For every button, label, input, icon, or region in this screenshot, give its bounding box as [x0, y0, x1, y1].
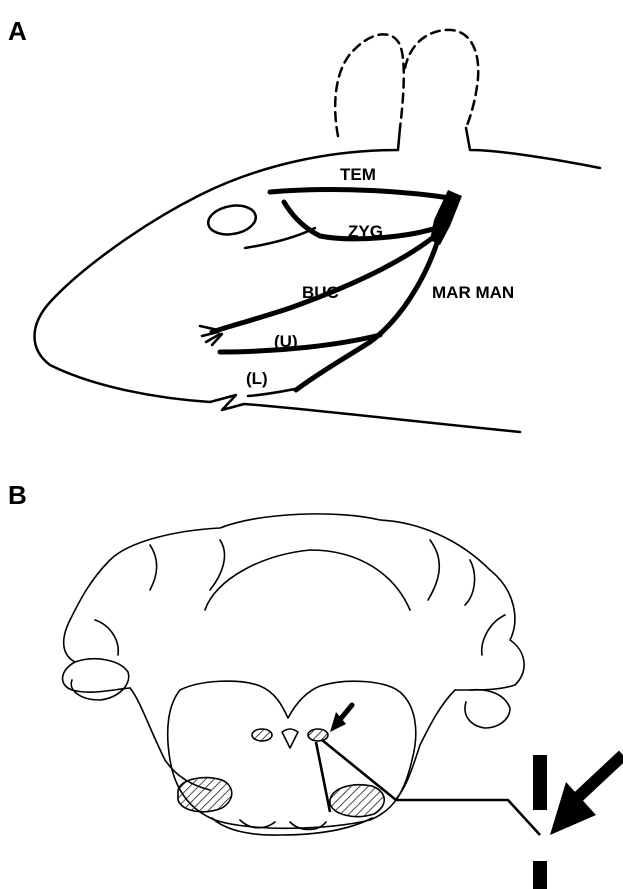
electrode-bar-top — [533, 755, 547, 810]
zygomatic-sub-branch — [245, 228, 315, 248]
panel-a: A TEM ZYG BUC MAR MAN (U) (L) — [8, 16, 600, 432]
panel-b: B — [8, 480, 623, 889]
panel-a-letter: A — [8, 16, 27, 46]
ear-left — [335, 34, 404, 136]
panel-b-letter: B — [8, 480, 27, 510]
label-upper: (U) — [274, 332, 298, 351]
right-hatched-region — [330, 785, 384, 817]
brainstem-ventral-edge — [212, 818, 372, 835]
left-paraflocculus — [130, 688, 210, 790]
label-zyg: ZYG — [348, 222, 383, 241]
right-facial-nucleus — [308, 729, 328, 741]
label-lower: (L) — [246, 369, 268, 388]
fourth-ventricle — [282, 729, 298, 748]
temporal-branch — [270, 190, 450, 198]
marginal-mandibular-branch — [296, 240, 438, 390]
electrode-bar-bottom — [533, 861, 547, 889]
left-facial-nucleus — [252, 729, 272, 741]
ear-right — [405, 30, 478, 128]
electrode-guide-line — [396, 800, 540, 835]
large-arrow-shaft — [575, 755, 623, 800]
cerebellum-folia — [95, 540, 505, 655]
lower-division — [248, 388, 300, 396]
left-flocculus — [71, 659, 128, 700]
label-buc: BUC — [302, 283, 339, 302]
head-outline — [35, 128, 601, 432]
label-mar-man: MAR MAN — [432, 283, 514, 302]
eye-outline — [206, 202, 258, 238]
left-hatched-region — [178, 778, 232, 812]
label-tem: TEM — [340, 165, 376, 184]
cerebellum-outline — [63, 514, 525, 692]
right-flocculus — [465, 690, 510, 728]
